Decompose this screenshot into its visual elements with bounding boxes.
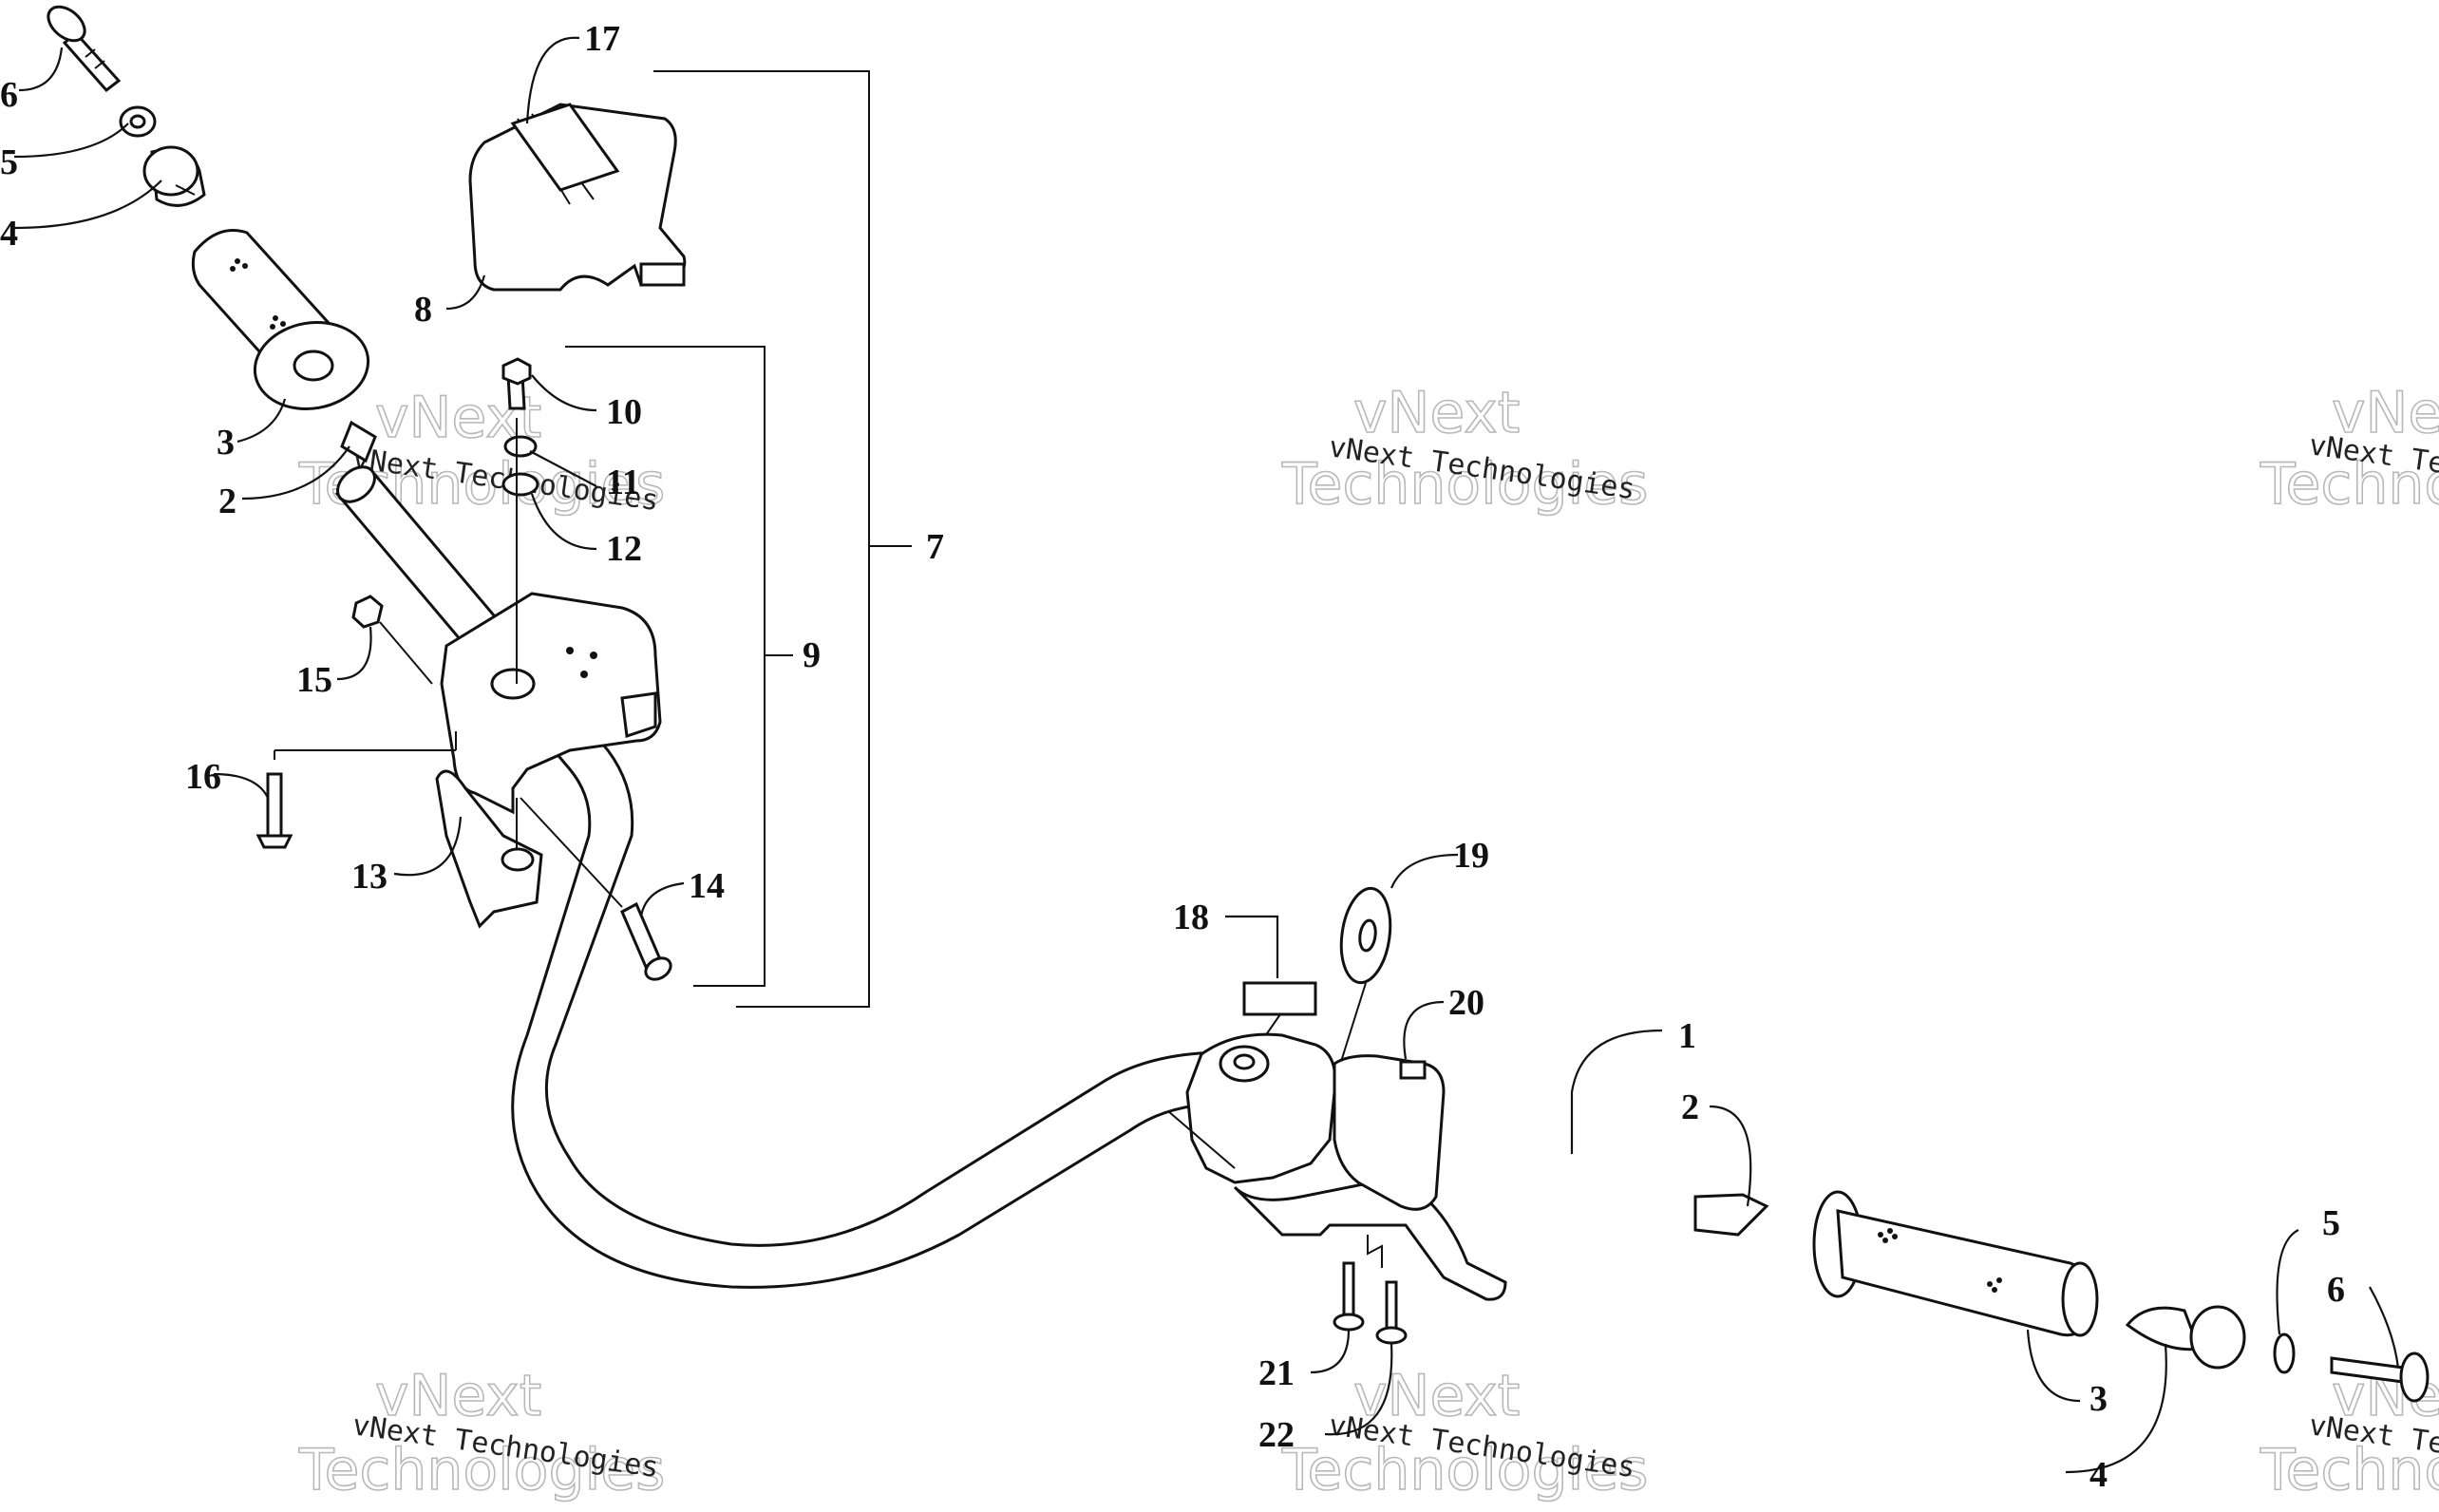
bracket-7 xyxy=(653,70,870,1008)
callout-12: 12 xyxy=(606,529,642,569)
left-end-parts xyxy=(47,5,377,463)
callout-11: 11 xyxy=(606,463,640,502)
callout-18: 18 xyxy=(1173,898,1209,937)
bracket-9 xyxy=(565,346,766,987)
callout-17: 17 xyxy=(584,19,620,59)
left-control-assembly xyxy=(435,103,687,929)
callout-15: 15 xyxy=(296,660,332,700)
callout-9: 9 xyxy=(803,635,821,675)
callout-14: 14 xyxy=(689,866,725,906)
callout-4-right: 4 xyxy=(2089,1455,2108,1495)
throttle-washer xyxy=(1339,886,1392,985)
callout-6-right: 6 xyxy=(2327,1270,2345,1310)
callout-10: 10 xyxy=(606,392,642,432)
right-end-screw xyxy=(2330,1351,2430,1403)
right-grip xyxy=(1812,1190,2099,1337)
callout-5-right: 5 xyxy=(2322,1203,2340,1243)
right-grip-insert xyxy=(1693,1193,1769,1237)
throttle-lever xyxy=(435,769,543,929)
watermark-outline-word1: vNext xyxy=(1353,1363,1520,1429)
watermark-outline-word2: Technologies xyxy=(1281,1437,1648,1503)
watermark-top-right: vNext Technologies vNext Technologies xyxy=(2259,379,2439,519)
leader-lines xyxy=(13,36,2400,1474)
reservoir-decal xyxy=(1242,981,1317,1016)
callout-19: 19 xyxy=(1453,836,1489,876)
left-throttle-insert xyxy=(340,420,377,463)
callout-2-top: 2 xyxy=(218,482,236,521)
callout-6-top: 6 xyxy=(0,75,18,115)
callout-labels: 6 5 4 3 2 8 17 10 11 12 7 9 15 16 13 14 … xyxy=(0,19,2345,1495)
left-hardware xyxy=(255,357,672,981)
callout-3-top: 3 xyxy=(217,423,235,463)
callout-22: 22 xyxy=(1258,1415,1295,1455)
watermark-bottom-left: vNext Technologies vNext Technologies xyxy=(297,1362,666,1504)
watermark-outline-word2: Technologies xyxy=(2259,1437,2439,1503)
watermark-outline-word1: vNext xyxy=(375,1363,541,1429)
callout-16: 16 xyxy=(185,757,221,797)
throttle-cover xyxy=(468,103,687,292)
callout-20: 20 xyxy=(1448,983,1484,1023)
callout-3-right: 3 xyxy=(2089,1379,2108,1419)
left-grip xyxy=(191,229,370,411)
right-end-parts xyxy=(1167,1110,2430,1403)
watermark-outline-word2: Technologies xyxy=(1281,451,1648,518)
callout-5-top: 5 xyxy=(0,142,18,182)
right-control-assembly xyxy=(1185,886,1507,1345)
watermark-bottom-center: vNext Technologies vNext Technologies xyxy=(1280,1362,1649,1504)
watermark-outline-word2: Technologies xyxy=(2259,451,2439,518)
watermark-outline-word2: Technologies xyxy=(298,1437,665,1503)
callout-21: 21 xyxy=(1258,1353,1295,1393)
cover-decal xyxy=(510,103,620,192)
switch-housing xyxy=(1333,1054,1446,1211)
right-end-washer xyxy=(2273,1332,2296,1374)
group-brackets xyxy=(565,70,912,1008)
left-end-washer xyxy=(119,105,157,138)
watermark-outline-word1: vNext xyxy=(1353,380,1520,446)
watermark-top-center: vNext Technologies vNext Technologies xyxy=(1280,379,1649,519)
callout-1: 1 xyxy=(1678,1016,1696,1056)
right-end-plug xyxy=(2125,1305,2246,1370)
callout-8: 8 xyxy=(414,290,432,330)
left-end-plug xyxy=(142,145,206,207)
callout-4-top: 4 xyxy=(0,214,18,254)
left-end-screw xyxy=(47,5,122,93)
callout-2-right: 2 xyxy=(1681,1087,1699,1127)
watermark-outline-word1: vNext xyxy=(2332,380,2439,446)
callout-7: 7 xyxy=(926,527,944,567)
brake-lever xyxy=(1233,1176,1507,1301)
callout-13: 13 xyxy=(351,857,388,897)
